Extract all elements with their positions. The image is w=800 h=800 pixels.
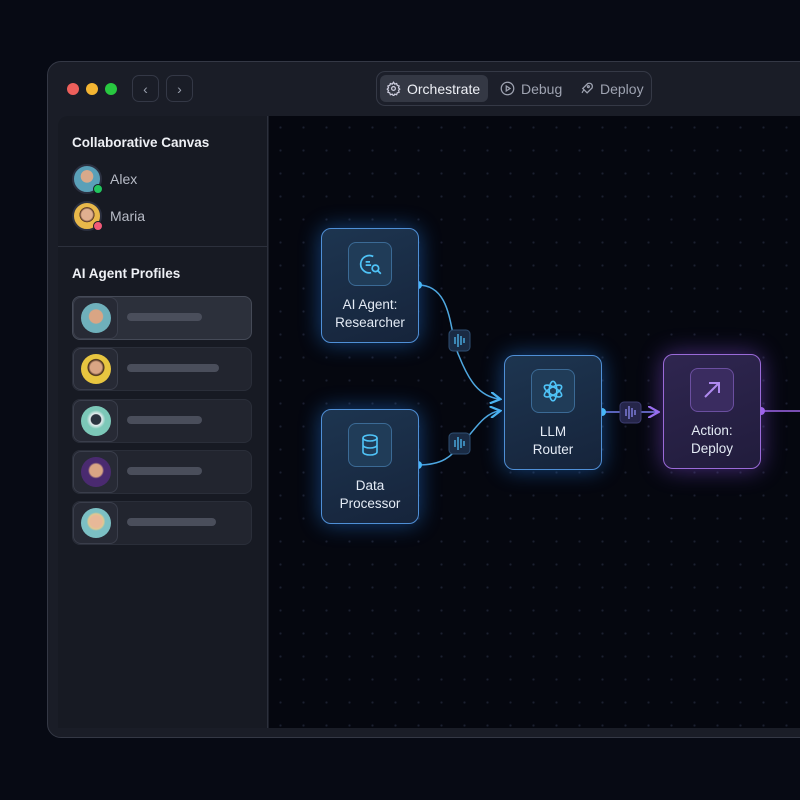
signal-badge[interactable] — [448, 432, 471, 455]
node-label: Processor — [339, 496, 401, 511]
minimize-button[interactable] — [86, 83, 98, 95]
robot-avatar — [73, 400, 118, 442]
workflow-canvas[interactable]: AI Agent: Researcher Data Processor LLM … — [269, 116, 800, 728]
agent-profile[interactable] — [72, 296, 252, 340]
tab-label: Deploy — [600, 80, 644, 97]
database-icon — [348, 423, 392, 467]
tab-label: Orchestrate — [407, 80, 481, 97]
agent-profile[interactable] — [72, 347, 252, 391]
collab-title: Collaborative Canvas — [72, 135, 210, 150]
maximize-button[interactable] — [105, 83, 117, 95]
user-maria[interactable]: Maria — [72, 201, 145, 231]
avatar — [73, 502, 118, 544]
gear-icon — [386, 81, 401, 96]
agent-profile[interactable] — [72, 450, 252, 494]
name-placeholder — [127, 518, 216, 526]
node-label: LLM — [539, 424, 567, 439]
online-status-dot — [93, 184, 103, 194]
node-label: Deploy — [690, 441, 734, 456]
node-label: AI Agent: — [342, 297, 398, 312]
agent-profile[interactable] — [72, 501, 252, 545]
search-chat-icon — [348, 242, 392, 286]
node-label: Router — [532, 442, 574, 457]
forward-button[interactable]: › — [166, 75, 193, 102]
edge-researcher-router — [417, 284, 499, 399]
chevron-right-icon: › — [177, 80, 182, 97]
arrow-up-right-icon — [690, 368, 734, 412]
sidebar: Collaborative Canvas Alex Maria AI Agent… — [58, 116, 268, 728]
profiles-title: AI Agent Profiles — [72, 266, 181, 281]
status-dot — [93, 221, 103, 231]
divider — [58, 246, 267, 247]
tab-label: Debug — [521, 80, 563, 97]
mode-tabs: Orchestrate Debug Deploy — [376, 71, 652, 106]
app-window: ‹ › Orchestrate Debug Deploy Collaborati… — [47, 61, 800, 738]
node-label: Researcher — [335, 315, 405, 330]
agent-profile[interactable] — [72, 399, 252, 443]
back-button[interactable]: ‹ — [132, 75, 159, 102]
node-label: Data — [355, 478, 385, 493]
name-placeholder — [127, 313, 202, 321]
chevron-left-icon: ‹ — [143, 80, 148, 97]
avatar — [72, 164, 103, 194]
user-name: Maria — [110, 208, 146, 224]
tab-deploy[interactable]: Deploy — [573, 75, 650, 102]
signal-badge[interactable] — [448, 329, 471, 352]
tab-orchestrate[interactable]: Orchestrate — [380, 75, 488, 102]
avatar — [73, 451, 118, 493]
signal-badge[interactable] — [619, 401, 642, 424]
name-placeholder — [127, 416, 202, 424]
name-placeholder — [127, 364, 219, 372]
openai-icon — [531, 369, 575, 413]
rocket-icon — [581, 82, 593, 94]
user-name: Alex — [110, 171, 138, 187]
play-circle-icon — [500, 81, 515, 96]
close-button[interactable] — [67, 83, 79, 95]
avatar — [73, 348, 118, 390]
name-placeholder — [127, 467, 202, 475]
tab-debug[interactable]: Debug — [494, 75, 568, 102]
user-alex[interactable]: Alex — [72, 164, 137, 194]
node-ai-agent-researcher[interactable]: AI Agent: Researcher — [321, 228, 419, 343]
avatar — [72, 201, 103, 231]
node-action-deploy[interactable]: Action: Deploy — [663, 354, 761, 469]
node-label: Action: — [691, 423, 733, 438]
node-llm-router[interactable]: LLM Router — [504, 355, 602, 470]
avatar — [73, 297, 118, 339]
node-data-processor[interactable]: Data Processor — [321, 409, 419, 524]
